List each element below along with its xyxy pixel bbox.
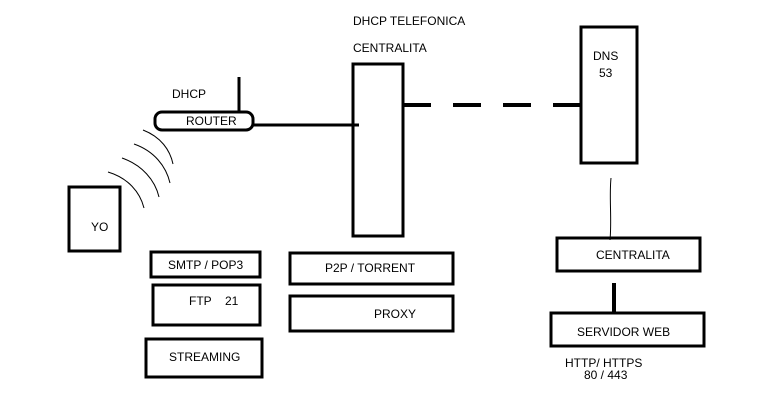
servidor-web-box: [549, 311, 706, 348]
router-box: [153, 110, 255, 132]
p2p-torrent-label: P2P / TORRENT: [325, 261, 416, 275]
centralita-tall-box: [351, 62, 405, 238]
dhcp-label: DHCP: [172, 87, 206, 101]
smtp-pop3-box: [149, 250, 262, 279]
smtp-pop3-label: SMTP / POP3: [168, 258, 243, 272]
yo-box: [67, 185, 122, 253]
dns-box: [579, 25, 639, 165]
wifi-signal-icon: [107, 129, 174, 209]
ftp-label: FTP: [189, 294, 212, 308]
streaming-box: [144, 337, 264, 379]
ftp-box: [151, 283, 262, 327]
centralita-top-label: CENTRALITA: [353, 41, 427, 55]
dhcp-telefonica-label: DHCP TELEFONICA: [353, 14, 465, 28]
dns-centralita-link: [609, 177, 612, 241]
centralita-right-label: CENTRALITA: [596, 248, 670, 262]
streaming-label: STREAMING: [169, 350, 240, 364]
servidor-web-label: SERVIDOR WEB: [577, 325, 670, 339]
yo-label: YO: [91, 220, 108, 234]
centralita-right-box: [555, 236, 702, 273]
http-ports-label: 80 / 443: [584, 368, 628, 382]
dns-label: DNS: [593, 49, 618, 63]
router-label: ROUTER: [186, 114, 237, 128]
proxy-label: PROXY: [374, 307, 416, 321]
dns-port-label: 53: [599, 66, 613, 80]
p2p-torrent-box: [288, 251, 455, 286]
http-https-label: HTTP/ HTTPS: [565, 356, 642, 370]
ftp-port-label: 21: [225, 294, 239, 308]
proxy-box: [288, 294, 455, 333]
